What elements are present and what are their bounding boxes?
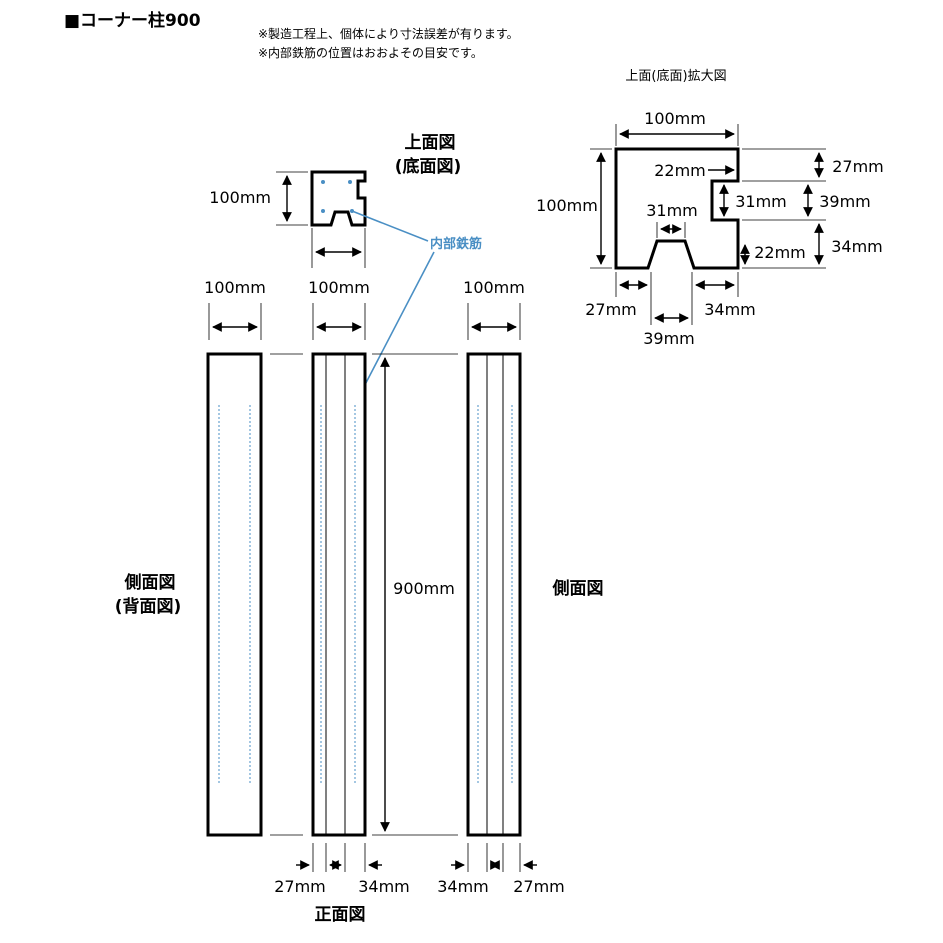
rebar-leader-top bbox=[351, 210, 429, 242]
top-view-subtitle: (底面図) bbox=[395, 156, 462, 177]
top-view: 上面図 (底面図) 100mm bbox=[209, 133, 461, 268]
enl-bottom-mid-label: 39mm bbox=[643, 329, 695, 348]
front-view-title: 正面図 bbox=[315, 905, 366, 925]
side-right-dim-label: 27mm bbox=[513, 877, 565, 896]
front-width-label: 100mm bbox=[308, 278, 370, 297]
enl-notch-depth-label: 22mm bbox=[654, 161, 706, 180]
side-width-label: 100mm bbox=[463, 278, 525, 297]
back-width-label: 100mm bbox=[204, 278, 266, 297]
top-height-label: 100mm bbox=[209, 188, 271, 207]
rebar-dot bbox=[321, 209, 325, 213]
front-right-dim-label: 34mm bbox=[358, 877, 410, 896]
back-view: 側面図 (背面図) bbox=[115, 352, 263, 837]
back-view-title: 側面図 bbox=[124, 572, 176, 593]
enl-right-mid-label: 39mm bbox=[819, 192, 871, 211]
enl-left-height-label: 100mm bbox=[536, 196, 598, 215]
enl-right-top-label: 27mm bbox=[832, 157, 884, 176]
front-left-dim-label: 27mm bbox=[274, 877, 326, 896]
enl-bottom-notch-width-label: 31mm bbox=[646, 201, 698, 220]
enl-top-width-label: 100mm bbox=[644, 109, 706, 128]
length-label: 900mm bbox=[393, 579, 455, 598]
side-view-title: 側面図 bbox=[552, 578, 604, 599]
rebar-label: 内部鉄筋 bbox=[430, 236, 482, 252]
back-view-pillar bbox=[206, 352, 263, 837]
enl-bottom-right-label: 34mm bbox=[704, 300, 756, 319]
rebar-leader-front bbox=[355, 251, 435, 403]
enl-bottom-left-label: 27mm bbox=[585, 300, 637, 319]
side-view: 側面図 bbox=[466, 352, 604, 837]
enl-right-bottom-label: 34mm bbox=[831, 237, 883, 256]
top-view-profile bbox=[310, 170, 367, 227]
top-view-title: 上面図 bbox=[405, 133, 456, 153]
rebar-dot bbox=[321, 180, 325, 184]
front-view: 正面図 bbox=[311, 352, 367, 925]
rebar-dot bbox=[348, 180, 352, 184]
note-2: ※内部鉄筋の位置はおおよその目安です。 bbox=[258, 45, 483, 60]
enlarged-view: 上面(底面)拡大図 100mm 100mm 27mm 39mm 34mm 22m… bbox=[536, 68, 884, 348]
side-view-pillar bbox=[466, 352, 522, 837]
side-left-dim-label: 34mm bbox=[437, 877, 489, 896]
enlarged-profile bbox=[614, 147, 740, 270]
enl-bottom-notch-depth-label: 22mm bbox=[754, 243, 806, 262]
enl-notch-width-label: 31mm bbox=[735, 192, 787, 211]
page-title: ■コーナー柱900 bbox=[64, 10, 201, 31]
enlarged-view-title: 上面(底面)拡大図 bbox=[625, 68, 726, 84]
back-view-subtitle: (背面図) bbox=[115, 596, 182, 617]
front-view-pillar bbox=[311, 352, 367, 837]
note-1: ※製造工程上、個体により寸法誤差が有ります。 bbox=[258, 26, 519, 41]
